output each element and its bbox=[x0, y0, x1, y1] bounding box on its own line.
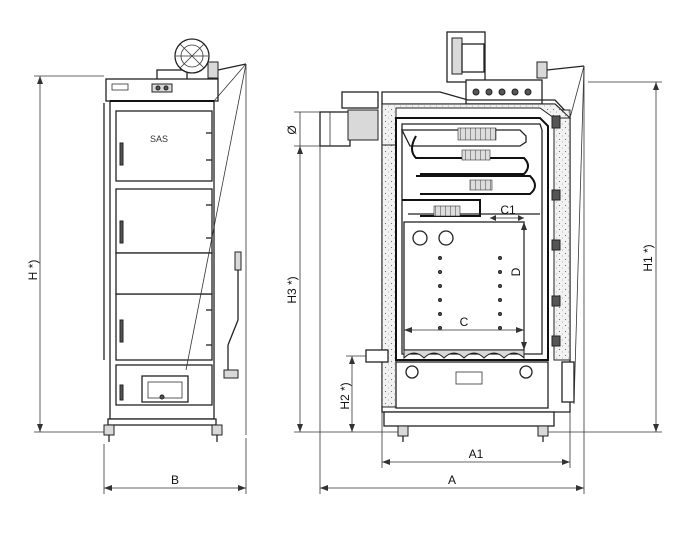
manufacturer-logo: SAS bbox=[150, 134, 168, 144]
door-handle bbox=[119, 384, 124, 401]
label-A1: A1 bbox=[469, 447, 484, 461]
return-pipe bbox=[365, 349, 389, 363]
heat-exchanger-baffles bbox=[400, 127, 540, 217]
air-nozzle bbox=[412, 230, 428, 246]
control-knob-block bbox=[151, 83, 173, 93]
door-handle bbox=[119, 220, 124, 244]
poker-lever bbox=[223, 251, 242, 379]
upper-door bbox=[115, 110, 213, 182]
leg-foot bbox=[211, 424, 223, 436]
front-insulation bbox=[381, 144, 397, 408]
door-handle bbox=[119, 319, 124, 343]
leg-foot bbox=[103, 424, 115, 436]
label-A: A bbox=[448, 473, 456, 487]
front-view: SAS bbox=[103, 38, 247, 442]
label-D: D bbox=[509, 267, 523, 276]
label-H3: H3 *) bbox=[285, 276, 299, 303]
ash-door bbox=[115, 293, 213, 361]
fan-side bbox=[446, 31, 585, 83]
label-H: H *) bbox=[26, 260, 40, 281]
side-section-view bbox=[319, 31, 585, 442]
door-handle bbox=[119, 142, 124, 166]
air-nozzle bbox=[438, 230, 454, 246]
label-H2: H2 *) bbox=[338, 382, 352, 409]
secondary-air-holes bbox=[438, 256, 502, 330]
label-H1: H1 *) bbox=[641, 244, 655, 271]
label-C1: C1 bbox=[500, 203, 516, 217]
flue-outlet bbox=[319, 91, 379, 147]
rear-insulation bbox=[553, 109, 571, 361]
dimension-lines bbox=[34, 75, 662, 494]
combustion-chamber bbox=[403, 221, 525, 351]
grate bbox=[403, 349, 525, 360]
display-window bbox=[111, 83, 129, 91]
label-B: B bbox=[171, 473, 179, 487]
label-diameter: Ø bbox=[285, 125, 299, 134]
dimension-labels: H *) B Ø H3 *) H2 *) H1 *) A1 A C C1 D bbox=[26, 125, 655, 487]
label-C: C bbox=[460, 315, 469, 329]
ash-pan bbox=[395, 361, 549, 409]
middle-door bbox=[115, 188, 213, 254]
